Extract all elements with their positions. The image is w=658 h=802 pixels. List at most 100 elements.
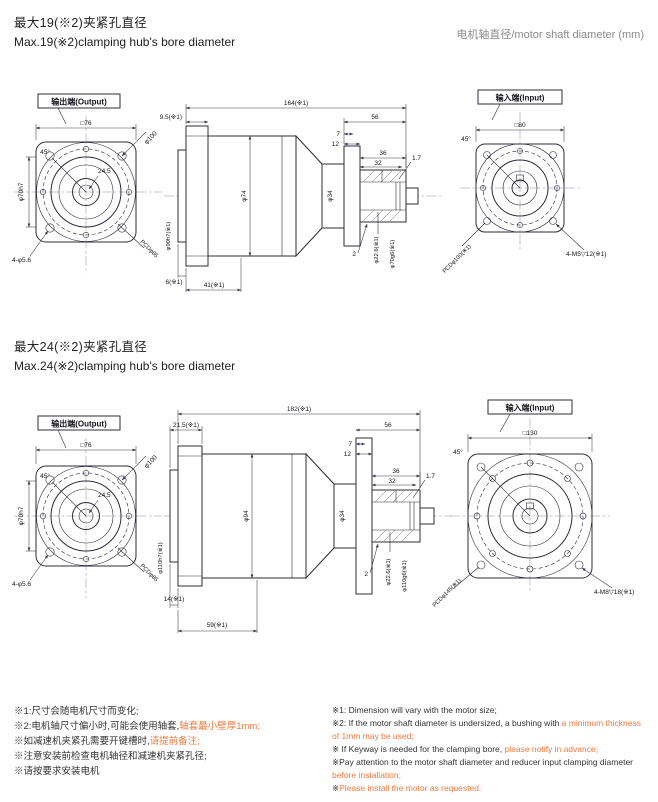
input-label: 输入端(Input) — [506, 403, 555, 413]
footnote-cn-2: ※2:电机轴尺寸偏小时,可能会使用轴套,轴套最小壁厚1mm; — [14, 719, 318, 734]
footnote-cn-1: ※1:尺寸会随电机尺寸而变化; — [14, 704, 318, 719]
dim-2: 2 — [364, 571, 368, 578]
taper — [295, 134, 323, 258]
dim-spigot-dia: φ70h7 — [18, 506, 25, 525]
dim-input-square: □80 — [514, 122, 526, 129]
output-label: 输出端(Output) — [51, 419, 107, 429]
taper — [305, 452, 335, 580]
side-view: 164(※1) 9.5(※1) 56 7 12 36 32 1.7 2 φ74 … — [160, 100, 442, 292]
dim-total-length: 182(※1) — [287, 406, 311, 413]
dim-36: 36 — [379, 150, 387, 157]
output-spigot — [169, 469, 179, 563]
dim-angle45: 45° — [40, 472, 50, 480]
dim-angle45: 45° — [40, 148, 50, 156]
dim-spigot-dia: φ70h7 — [18, 182, 25, 201]
input-plate — [343, 145, 361, 247]
shaft-end — [405, 187, 419, 205]
footnote-text: ※注意安装前检查电机轴径和减速机夹紧孔径; — [14, 751, 207, 762]
dim-bolt-holes: 4-M8▽18(※1) — [594, 589, 634, 596]
output-spigot — [177, 149, 187, 243]
output-flange — [177, 445, 203, 587]
footnote-cn-3: ※如减速机夹紧孔需要开键槽时,请提前备注; — [14, 734, 318, 749]
dim-flange-dia: φ90h7(※1) — [165, 222, 172, 251]
dim-bore-dia: φ22.6(※1) — [373, 236, 380, 263]
input-label-box — [477, 89, 563, 105]
dim-body-dia: φ74 — [241, 190, 248, 202]
section1-title-block: 最大19(※2)夹紧孔直径 Max.19(※2)clamping hub's b… — [14, 12, 235, 49]
footnote-en-2: ※2: If the motor shaft diameter is under… — [332, 717, 646, 743]
gearbox-body — [207, 135, 297, 257]
dim-radial: 24.5 — [98, 492, 111, 499]
clamp-hub — [359, 169, 407, 223]
section2-title-en: Max.24(※2)clamping hub's bore diameter — [14, 359, 236, 373]
section1-title-en: Max.19(※2)clamping hub's bore diameter — [14, 35, 236, 49]
output-flange-square — [35, 141, 137, 243]
dim-bottom1: 14(※1) — [164, 596, 185, 603]
dim-pilot-dia: φ70g6(※1) — [389, 240, 396, 269]
footnote-text: ※2:电机轴尺寸偏小时,可能会使用轴套, — [14, 721, 180, 732]
footnote-text: ※ — [332, 783, 340, 793]
drawing-section-2: 输出端(Output) □76 45° 24.5 φ100 φ70h7 4-φ5… — [12, 399, 634, 633]
footnote-text: ※1: Dimension will vary with the motor s… — [332, 705, 497, 715]
dim-input-pcd: PCDφ145(※1) — [431, 577, 463, 609]
input-view: 输入端(Input) □80 45° 4-M5▽12(※1) PCDφ100(※… — [441, 89, 606, 275]
dim-bottom1: 6(※1) — [165, 279, 182, 286]
dim-bore-dia: φ22.6(※1) — [385, 558, 392, 585]
footnote-highlight: please notify in advance; — [504, 744, 599, 754]
footnote-text: ※请按要求安装电机 — [14, 766, 100, 777]
dim-flange-dia: φ110h7(※1) — [157, 542, 164, 573]
gearbox-body — [201, 453, 307, 579]
footnote-text: ※ If Keyway is needed for the clamping b… — [332, 744, 505, 754]
dim-radial: 24.5 — [98, 168, 111, 175]
footnotes-en: ※1: Dimension will vary with the motor s… — [332, 704, 646, 795]
dim-input-length: 56 — [371, 114, 379, 121]
output-label-box — [37, 415, 121, 431]
footnote-cn-4: ※注意安装前检查电机轴径和减速机夹紧孔径; — [14, 749, 318, 764]
dim-square76: □76 — [80, 120, 92, 127]
input-label-box — [487, 399, 573, 415]
footnote-text: ※2: If the motor shaft diameter is under… — [332, 718, 562, 728]
footnote-highlight: a minimum thickness of 1mm may be used; — [332, 718, 642, 741]
footnote-highlight: 轴套最小壁厚1mm; — [179, 721, 260, 732]
output-view: 输出端(Output) □76 45° 24.5 φ100 φ70h7 4-φ5… — [12, 93, 162, 274]
dim-corner-holes: 4-φ5.6 — [12, 257, 31, 264]
dim-input-square: □130 — [523, 430, 538, 437]
keyway — [516, 174, 524, 182]
dim-bottom2: 59(※1) — [207, 622, 228, 629]
footnote-highlight: 请提前备注; — [149, 736, 200, 747]
output-label-box — [37, 93, 121, 109]
output-view: 输出端(Output) □76 45° 24.5 φ100 φ70h7 4-φ5… — [12, 415, 162, 598]
footnote-text: ※1:尺寸会随电机尺寸而变化; — [14, 706, 139, 717]
dim-square76: □76 — [80, 442, 92, 449]
input-view: 输入端(Input) □130 45° 4-M8▽18(※1) PCDφ145(… — [431, 399, 634, 609]
footnote-en-4: ※Pay attention to the motor shaft diamet… — [332, 756, 646, 782]
dim-32: 32 — [374, 160, 382, 167]
dim-7: 7 — [348, 441, 352, 448]
dim-neck-dia: φ34 — [327, 190, 334, 202]
dim-12: 12 — [332, 141, 340, 148]
output-label: 输出端(Output) — [51, 97, 107, 107]
dim-pcd: PCDφ85 — [139, 239, 159, 259]
dim-bottom2: 41(※1) — [204, 282, 225, 289]
section1-title-cn: 最大19(※2)夹紧孔直径 — [14, 16, 148, 30]
dim-input-pcd: PCDφ100(※1) — [441, 243, 473, 275]
footnote-cn-5: ※请按要求安装电机 — [14, 764, 318, 779]
dim-bolt-holes: 4-M5▽12(※1) — [566, 251, 606, 258]
section2-title-block: 最大24(※2)夹紧孔直径 Max.24(※2)clamping hub's b… — [14, 336, 235, 373]
dim-front-length: 9.5(※1) — [160, 114, 182, 121]
section2-title-cn: 最大24(※2)夹紧孔直径 — [14, 340, 148, 354]
footnotes-cn: ※1:尺寸会随电机尺寸而变化; ※2:电机轴尺寸偏小时,可能会使用轴套,轴套最小… — [14, 704, 318, 779]
motor-shaft-note: 电机轴直径/motor shaft diameter (mm) — [456, 29, 644, 41]
shaft-end — [419, 507, 435, 525]
footnote-text: ※如减速机夹紧孔需要开键槽时, — [14, 736, 150, 747]
footnote-en-1: ※1: Dimension will vary with the motor s… — [332, 704, 646, 717]
dim-2: 2 — [352, 251, 356, 258]
footnote-en-5: ※Please install the motor as requested. — [332, 782, 646, 795]
output-flange-square — [35, 465, 137, 567]
output-flange — [185, 125, 209, 267]
dim-12: 12 — [344, 451, 352, 458]
dim-1-7: 1.7 — [412, 155, 421, 162]
dim-7: 7 — [336, 131, 340, 138]
keyway — [526, 502, 534, 510]
